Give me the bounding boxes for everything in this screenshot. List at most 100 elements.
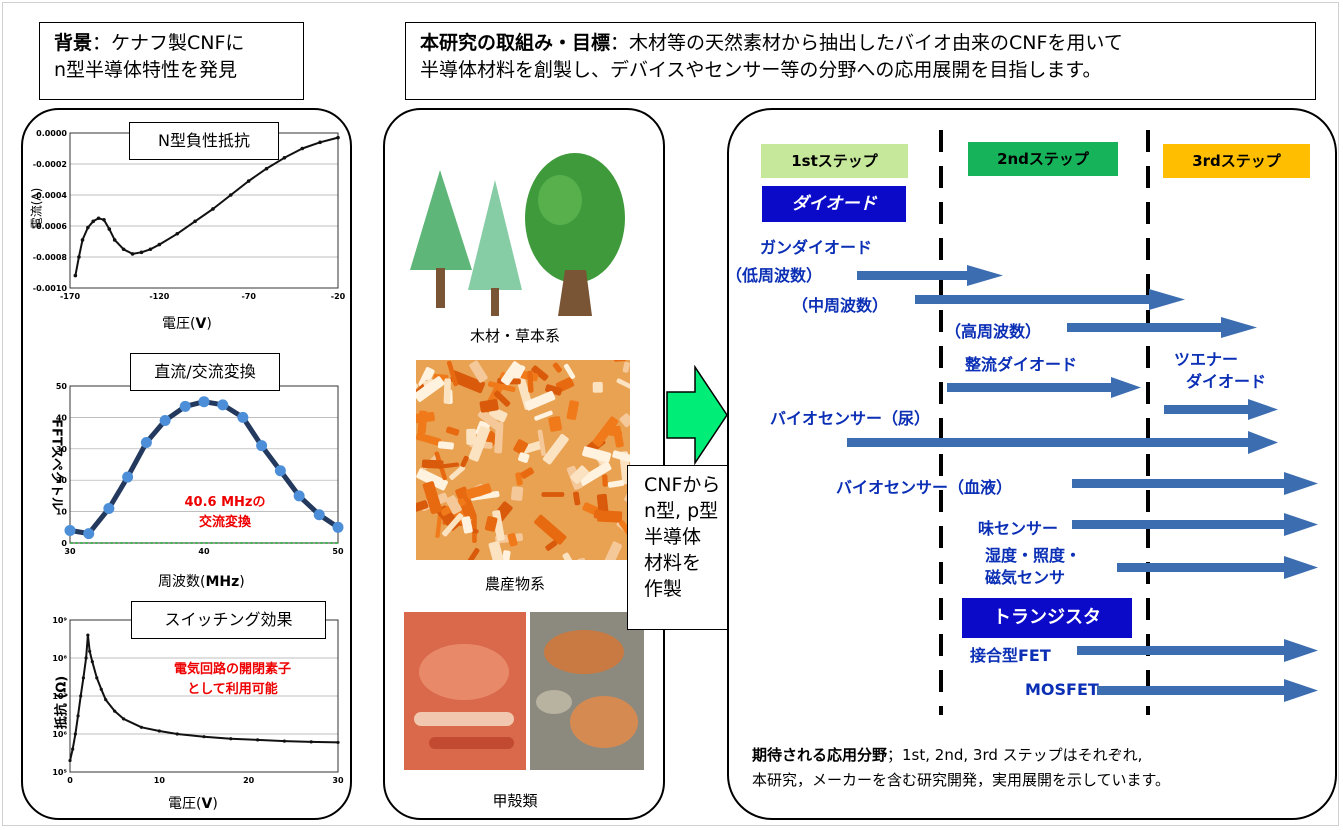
- peel-piece: [513, 439, 528, 455]
- data-point: [139, 725, 144, 729]
- data-point: [122, 717, 126, 721]
- roadmap-footer: 期待される応用分野；1st, 2nd, 3rd ステップはそれぞれ, 本研究，メ…: [752, 743, 1170, 793]
- y-tick-label: 0.0000: [36, 129, 67, 138]
- data-point: [274, 465, 286, 477]
- y-tick-label: 10⁶: [52, 730, 67, 739]
- peel-piece: [600, 541, 622, 560]
- chart1-xlabel: 電圧(V): [162, 313, 212, 333]
- chart1-title-box: N型負性抵抗: [129, 122, 279, 160]
- y-tick-label: 10⁸: [52, 654, 67, 663]
- green-arrow-shape: [666, 365, 728, 465]
- x-tick-label: -120: [149, 292, 169, 301]
- data-point: [264, 166, 269, 171]
- cnf-line2: n型, p型: [644, 500, 719, 522]
- rectifier-diode-label: 整流ダイオード: [965, 355, 1078, 374]
- x-tick-label: 30: [332, 776, 344, 785]
- chart2-xlabel-suffix: ): [239, 574, 245, 590]
- mosfet-label: MOSFET: [1025, 680, 1099, 699]
- goal-box: 本研究の取組み・目標：木材等の天然素材から抽出したバイオ由来のCNFを用いて 半…: [405, 22, 1316, 100]
- peel-piece: [416, 500, 429, 514]
- chart1-plot-area: 0.0000-0.0002-0.0004-0.0006-0.0008-0.001…: [33, 129, 346, 301]
- data-point: [229, 193, 233, 197]
- peel-piece: [493, 390, 511, 407]
- data-point: [130, 252, 135, 256]
- chart3-annotation: 電気回路の開閉素子 として利用可能: [150, 660, 315, 700]
- peel-piece: [563, 363, 576, 379]
- data-point: [73, 273, 78, 278]
- peel-piece: [524, 390, 556, 411]
- y-tick-label: -0.0004: [33, 191, 68, 200]
- peel-piece: [534, 514, 567, 545]
- peel-piece: [468, 425, 490, 462]
- data-point: [139, 250, 144, 255]
- peel-piece: [619, 520, 630, 550]
- data-point: [148, 247, 153, 252]
- y-tick-label: 10⁹: [52, 616, 67, 625]
- y-tick-label: 10: [56, 508, 68, 517]
- humidity-sensor-label: 湿度・照度・ 磁気センサ: [985, 545, 1081, 589]
- peel-piece: [487, 381, 516, 393]
- negative-resistance-chart: 0.0000-0.0002-0.0004-0.0006-0.0008-0.001…: [33, 129, 346, 301]
- tree-small: [468, 180, 522, 290]
- y-tick-label: 10⁷: [52, 692, 67, 701]
- data-point: [313, 509, 325, 521]
- data-point: [157, 242, 162, 247]
- background-box: 背景：ケナフ製CNFに n型半導体特性を発見: [39, 22, 304, 100]
- chart3-xlabel-suffix: ): [212, 796, 218, 812]
- cnf-line5: 作製: [644, 578, 683, 600]
- step-dividers: [939, 130, 1150, 715]
- data-point: [202, 735, 206, 739]
- y-tick-label: -0.0002: [33, 160, 67, 169]
- peel-piece: [548, 416, 562, 432]
- taste-sensor-label: 味センサー: [978, 519, 1059, 538]
- peel-piece: [484, 516, 498, 532]
- data-point: [293, 490, 305, 502]
- peel-piece: [566, 400, 579, 421]
- data-point: [246, 179, 251, 183]
- y-tick-label: 20: [56, 476, 68, 485]
- data-point: [229, 737, 233, 741]
- data-point: [282, 739, 286, 743]
- peel-piece: [469, 360, 488, 383]
- peel-piece: [534, 410, 553, 421]
- tree-tall-trunk: [436, 268, 445, 308]
- high-frequency-label: （高周波数）: [945, 322, 1042, 341]
- mid-frequency-label: （中周波数）: [792, 296, 889, 315]
- transistor-header: トランジスタ: [962, 598, 1132, 638]
- data-point: [64, 524, 76, 536]
- data-point: [104, 698, 108, 702]
- peel-piece: [522, 440, 544, 454]
- chart1-xlabel-suffix: ): [206, 316, 212, 332]
- data-point: [332, 521, 344, 533]
- data-point: [81, 676, 85, 680]
- crab-leg-2: [429, 737, 514, 749]
- data-point: [217, 399, 229, 411]
- peel-piece: [520, 467, 534, 479]
- y-tick-label: 30: [56, 445, 68, 454]
- data-point: [83, 528, 95, 540]
- chart2-annotation-line1: 40.6 MHzの: [184, 495, 266, 510]
- peel-piece: [592, 381, 603, 393]
- peel-piece: [562, 552, 580, 560]
- peel-piece: [462, 548, 480, 560]
- cnf-line1: CNFから: [644, 474, 721, 496]
- crab-shell-right-2: [570, 696, 638, 748]
- green-process-arrow: [666, 365, 728, 465]
- arrow-junction-fet: [1077, 639, 1318, 662]
- peel-piece: [422, 481, 443, 515]
- data-point: [256, 738, 260, 742]
- footer-title: 期待される応用分野: [752, 746, 888, 764]
- goal-title: 本研究の取組み・目標: [420, 32, 611, 54]
- background-title: 背景: [54, 32, 93, 54]
- biosensor-urine-label: バイオセンサー（尿）: [770, 409, 931, 428]
- peel-piece: [445, 495, 462, 515]
- peel-piece: [531, 365, 549, 381]
- peel-piece: [542, 433, 569, 465]
- x-tick-label: 20: [243, 776, 255, 785]
- cnf-line3: 半導体: [644, 526, 702, 548]
- data-point: [86, 225, 90, 230]
- peel-piece: [455, 486, 477, 521]
- peel-piece: [592, 416, 619, 447]
